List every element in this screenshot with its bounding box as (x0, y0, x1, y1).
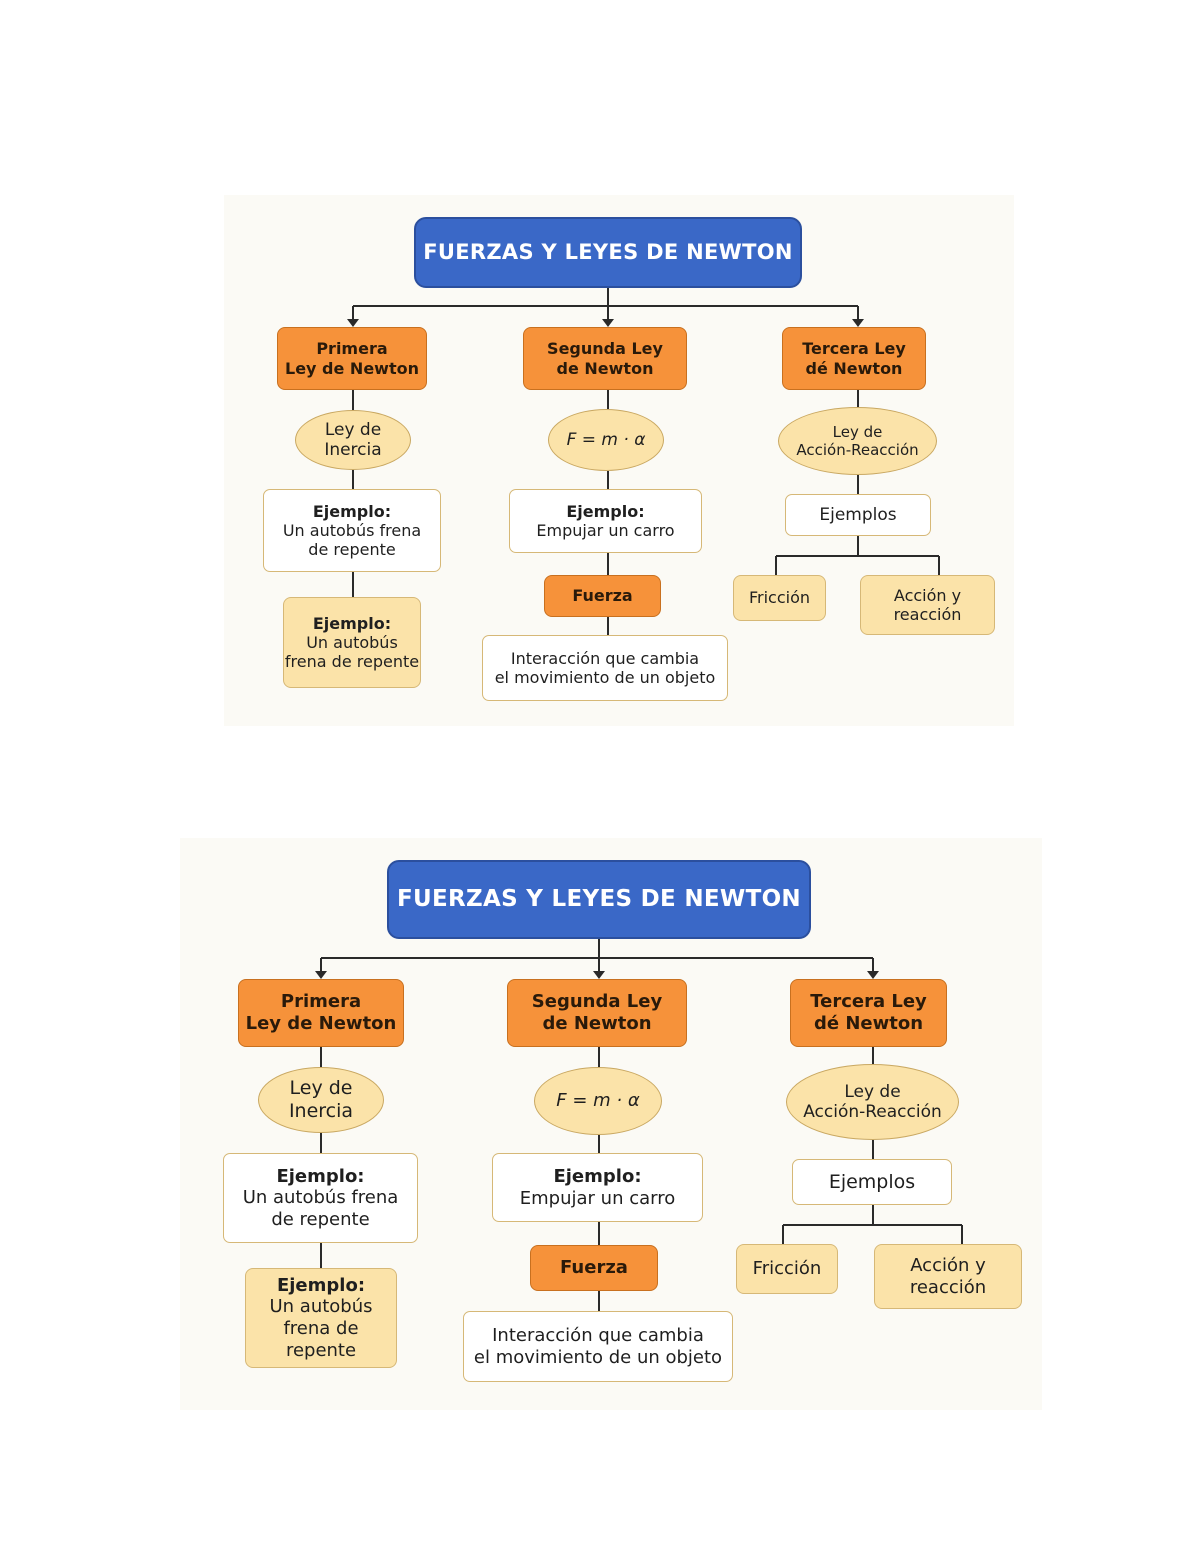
example-label: Ejemplo: (566, 501, 645, 521)
example-label: Ejemplo: (312, 501, 392, 521)
second-law-example-box: Ejemplo:Empujar un carro (509, 489, 702, 553)
example-text: Un autobús frena de repente (269, 1296, 373, 1361)
action-reaction-oval: Ley de Acción-Reacción (786, 1064, 959, 1140)
concept-map-top: FUERZAS Y LEYES DE NEWTON Primera Ley de… (224, 195, 1014, 726)
second-law-node: Segunda Ley de Newton (507, 979, 687, 1047)
force-definition-box: Interacción que cambia el movimiento de … (482, 635, 728, 701)
second-law-example-box: Ejemplo:Empujar un carro (492, 1153, 703, 1222)
first-law-node: Primera Ley de Newton (277, 327, 427, 390)
friction-node: Fricción (733, 575, 826, 621)
first-law-second-example-box: Ejemplo:Un autobús frena de repente (283, 597, 421, 688)
example-text: Un autobús frena de repente (284, 632, 420, 672)
first-law-example-box: Ejemplo:Un autobús frena de repente (223, 1153, 418, 1243)
inertia-law-oval: Ley de Inercia (295, 410, 411, 470)
example-text: Empujar un carro (519, 1187, 676, 1209)
formula-oval: F = m · α (534, 1067, 662, 1135)
formula-text: F = m · α (566, 429, 646, 450)
example-label: Ejemplo: (312, 613, 392, 633)
first-law-example-box: Ejemplo:Un autobús frena de repente (263, 489, 441, 572)
map-title: FUERZAS Y LEYES DE NEWTON (414, 217, 802, 288)
example-text: Un autobús frena de repente (242, 1187, 399, 1230)
examples-node: Ejemplos (792, 1159, 952, 1205)
concept-map-bottom: FUERZAS Y LEYES DE NEWTON Primera Ley de… (180, 838, 1042, 1410)
inertia-law-oval: Ley de Inercia (258, 1067, 384, 1133)
examples-node: Ejemplos (785, 494, 931, 536)
third-law-node: Tercera Ley dé Newton (790, 979, 947, 1047)
map-title: FUERZAS Y LEYES DE NEWTON (387, 860, 811, 939)
action-reaction-example-node: Acción y reacción (860, 575, 995, 635)
example-label: Ejemplo: (276, 1165, 365, 1187)
force-definition-box: Interacción que cambia el movimiento de … (463, 1311, 733, 1382)
force-node: Fuerza (544, 575, 661, 617)
example-text: Un autobús frena de repente (282, 520, 422, 560)
force-node: Fuerza (530, 1245, 658, 1291)
example-label: Ejemplo: (276, 1274, 366, 1296)
formula-oval: F = m · α (548, 409, 664, 471)
action-reaction-example-node: Acción y reacción (874, 1244, 1022, 1309)
friction-node: Fricción (736, 1244, 838, 1294)
second-law-node: Segunda Ley de Newton (523, 327, 687, 390)
action-reaction-oval: Ley de Acción-Reacción (778, 407, 937, 475)
formula-text: F = m · α (556, 1090, 640, 1112)
example-label: Ejemplo: (553, 1165, 642, 1187)
third-law-node: Tercera Ley dé Newton (782, 327, 926, 390)
first-law-second-example-box: Ejemplo:Un autobús frena de repente (245, 1268, 397, 1368)
first-law-node: Primera Ley de Newton (238, 979, 404, 1047)
example-text: Empujar un carro (536, 521, 675, 540)
